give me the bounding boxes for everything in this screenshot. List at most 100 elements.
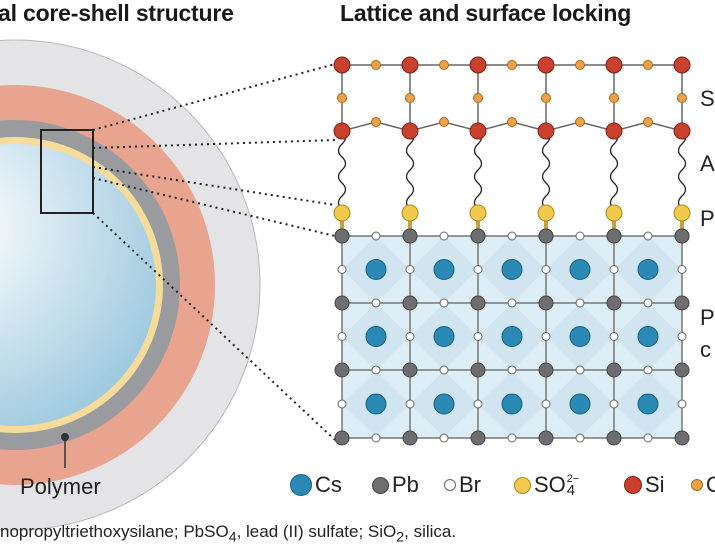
br-atom (643, 365, 653, 375)
pb-atom (674, 228, 690, 244)
br-atom (507, 433, 517, 443)
zoom-lines (92, 63, 336, 441)
si-atom (673, 122, 691, 140)
si-atom (333, 56, 351, 74)
cs-atom (501, 259, 523, 280)
so4-group (537, 204, 555, 222)
br-atom (575, 365, 585, 375)
br-atom-icon (444, 479, 456, 491)
pb-atom (334, 295, 350, 311)
perovskite-label: P (700, 305, 715, 330)
br-atom (609, 265, 619, 274)
cs-atom (365, 326, 387, 347)
br-atom (473, 332, 483, 341)
lattice (333, 56, 691, 446)
br-atom (405, 399, 415, 409)
pb-atom (470, 430, 486, 446)
legend-label: Br (459, 472, 481, 497)
pb-atom (402, 228, 418, 244)
br-atom (643, 298, 653, 308)
silica-label: S (700, 86, 715, 111)
legend-label: O (706, 472, 715, 497)
zoom-box (40, 129, 94, 214)
pb-atom (470, 228, 486, 244)
br-atom (677, 265, 687, 274)
br-atom (541, 265, 551, 274)
legend-label: Si (645, 472, 665, 497)
so4-icon (514, 476, 531, 494)
pb-atom (402, 295, 418, 311)
so4-group (333, 204, 351, 222)
br-atom (439, 298, 449, 308)
br-atom (677, 399, 687, 409)
aptes-label: A (700, 151, 715, 176)
br-atom (337, 265, 347, 274)
o-atom (507, 60, 517, 70)
pb-atom (606, 228, 622, 244)
so4-group (673, 204, 691, 222)
pb-atom (334, 430, 350, 446)
o-atom (643, 60, 653, 70)
br-atom (405, 332, 415, 341)
cs-atom (569, 326, 591, 347)
caption-part: nopropyltriethoxysilane; PbSO (0, 522, 229, 541)
so4-group (469, 204, 487, 222)
cs-atom (433, 326, 455, 347)
si-atom-icon (624, 476, 642, 494)
aptes-chain (337, 130, 347, 210)
cs-atom (501, 326, 523, 347)
o-atom (677, 93, 687, 103)
br-atom (541, 399, 551, 409)
pb-atom (606, 362, 622, 378)
o-atom (575, 117, 585, 127)
pb-atom (674, 430, 690, 446)
legend-si: Si (624, 472, 665, 498)
br-atom (643, 231, 653, 241)
pb-atom (606, 295, 622, 311)
core-shell-particle (0, 39, 261, 531)
cs-atom (637, 326, 659, 347)
cs-atom (365, 393, 387, 415)
br-atom (337, 332, 347, 341)
legend-sup: 2− (566, 473, 580, 485)
so4-group (605, 204, 623, 222)
si-atom (605, 56, 623, 74)
caption-part: , lead (II) sulfate; SiO (236, 522, 397, 541)
si-atom (469, 56, 487, 74)
br-atom (439, 365, 449, 375)
perovskite-label-2: c (700, 337, 711, 362)
cs-atom (569, 393, 591, 415)
o-atom (643, 117, 653, 127)
si-atom (605, 122, 623, 140)
br-atom (473, 265, 483, 274)
cs-atom (569, 259, 591, 280)
o-atom (371, 60, 381, 70)
left-panel-title: al core-shell structure (0, 0, 234, 26)
perovskite-core (0, 144, 156, 426)
br-atom (575, 298, 585, 308)
cs-atom-icon (290, 474, 312, 496)
aptes-chain (473, 130, 483, 210)
figure-caption: nopropyltriethoxysilane; PbSO4, lead (II… (0, 522, 456, 545)
pb-atom (402, 430, 418, 446)
pb-atom-icon (372, 476, 389, 494)
br-atom (677, 332, 687, 341)
br-atom (575, 231, 585, 241)
so4-group (401, 204, 419, 222)
br-atom (507, 365, 517, 375)
pb-atom (470, 362, 486, 378)
o-atom (575, 60, 585, 70)
br-atom (609, 332, 619, 341)
aptes-chain (541, 130, 551, 210)
pb-atom (334, 362, 350, 378)
br-atom (473, 399, 483, 409)
si-atom (537, 56, 555, 74)
br-atom (439, 231, 449, 241)
legend-o: O (691, 472, 715, 498)
cs-atom (365, 259, 387, 280)
si-atom (333, 122, 351, 140)
polymer-label: Polymer (20, 474, 101, 499)
aptes-chain (677, 130, 687, 210)
